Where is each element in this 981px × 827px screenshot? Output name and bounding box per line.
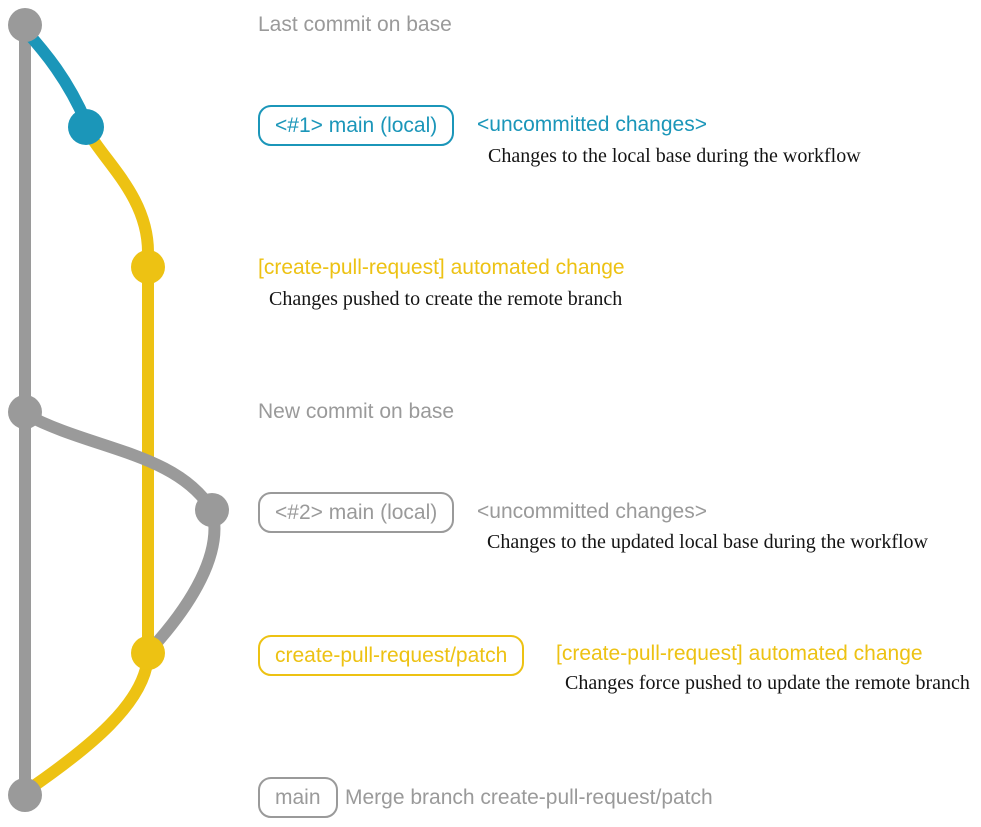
branch-badge-create-pull-request-patch: create-pull-request/patch [258, 635, 525, 676]
commit-dot-merge [8, 778, 42, 812]
branch-line-local-main-1 [19, 24, 92, 128]
commit-dot-automated-change-2 [131, 636, 165, 670]
uncommitted-changes-label-2: <uncommitted changes> [477, 500, 707, 523]
last-commit-label: Last commit on base [258, 13, 452, 36]
automated-change-label-2: [create-pull-request] automated change [556, 642, 923, 665]
branch-badge-main-local-2: <#2> main (local) [258, 492, 455, 533]
new-commit-label: New commit on base [258, 400, 455, 423]
force-pushed-changes-desc: Changes force pushed to update the remot… [565, 672, 970, 694]
commit-dot-local-main-2 [195, 493, 229, 527]
branch-badge-main: main [258, 777, 338, 818]
uncommitted-changes-label-1: <uncommitted changes> [477, 113, 707, 136]
branch-line-local-main-2 [19, 408, 221, 654]
branch-line-create-pull-request-patch [22, 126, 154, 796]
branch-badge-main-local-1: <#1> main (local) [258, 105, 455, 146]
commit-dot-last-base [8, 8, 42, 42]
pushed-changes-desc: Changes pushed to create the remote bran… [269, 288, 623, 310]
automated-change-label-1: [create-pull-request] automated change [258, 256, 625, 279]
commit-dot-automated-change-1 [131, 250, 165, 284]
local-changes-desc-1: Changes to the local base during the wor… [488, 145, 861, 167]
commit-dot-local-main-1 [68, 109, 104, 145]
merge-commit-label: Merge branch create-pull-request/patch [345, 786, 713, 809]
commit-dot-new-base [8, 395, 42, 429]
local-changes-desc-2: Changes to the updated local base during… [487, 531, 928, 553]
